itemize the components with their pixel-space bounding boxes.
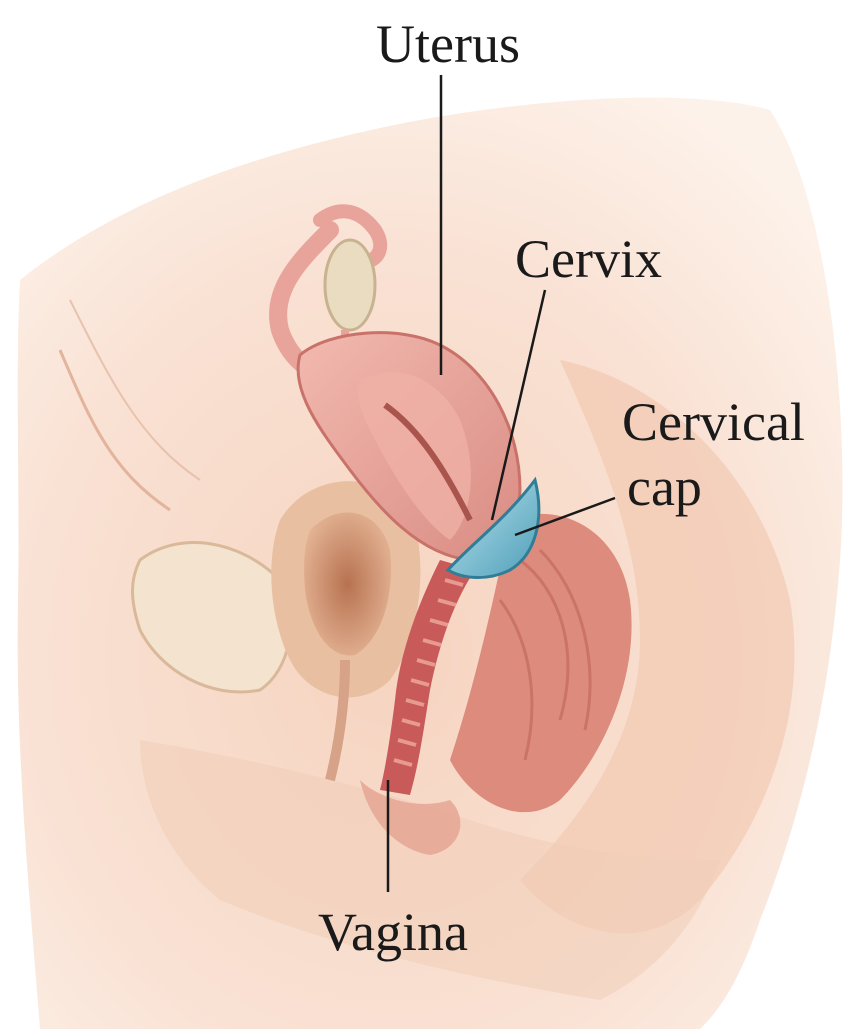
ovary (325, 240, 375, 330)
label-cervix: Cervix (515, 229, 662, 289)
label-uterus: Uterus (376, 14, 520, 74)
label-cervical-cap-line2: cap (627, 457, 702, 517)
label-cervical-cap-line1: Cervical (622, 392, 805, 452)
label-vagina: Vagina (318, 902, 468, 962)
